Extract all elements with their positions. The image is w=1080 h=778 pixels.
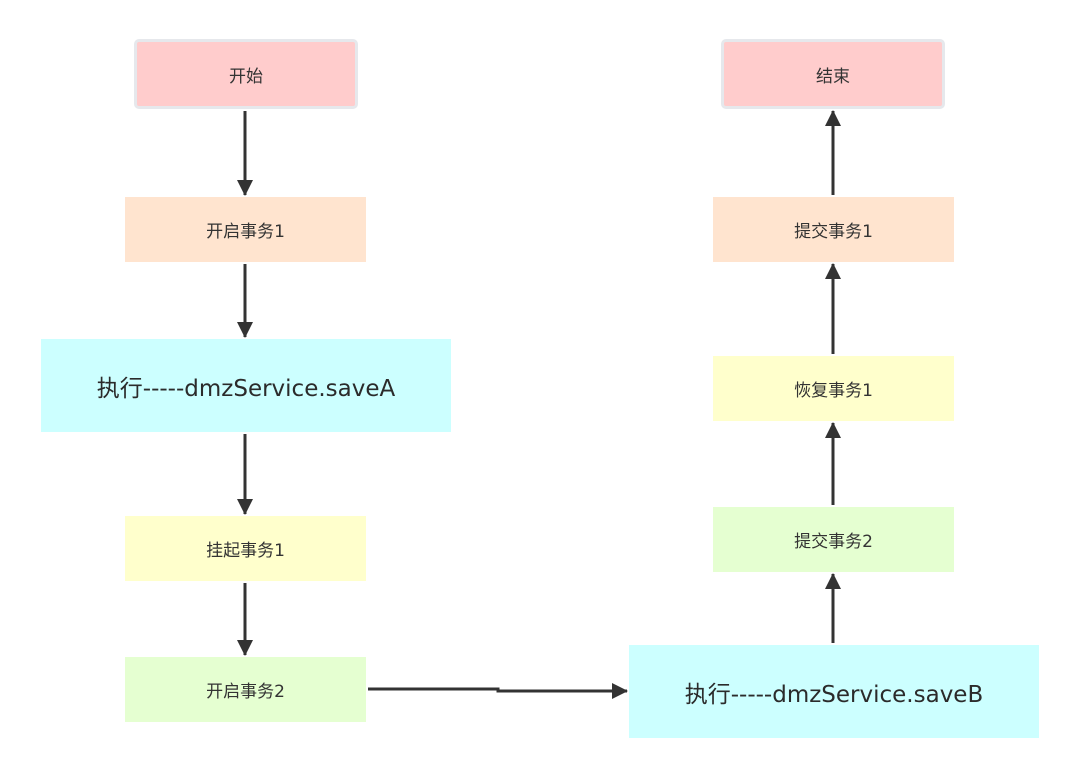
exec-save-b-node: 执行-----dmzService.saveB [629, 645, 1039, 738]
commit-tx2-label: 提交事务2 [794, 532, 873, 552]
end-node-label: 结束 [816, 66, 850, 87]
begin-tx1-label: 开启事务1 [206, 222, 285, 242]
commit-tx1-label: 提交事务1 [794, 222, 873, 242]
end-node: 结束 [721, 39, 945, 109]
begin-tx2-label: 开启事务2 [206, 682, 285, 702]
exec-save-a-node: 执行-----dmzService.saveA [41, 339, 451, 432]
edge-begin-tx2-to-exec-save-b [368, 683, 628, 699]
commit-tx1-node: 提交事务1 [713, 197, 954, 262]
commit-tx2-node: 提交事务2 [713, 507, 954, 572]
start-node: 开始 [134, 39, 358, 109]
start-node-label: 开始 [229, 66, 263, 87]
begin-tx2-node: 开启事务2 [125, 657, 366, 722]
resume-tx1-label: 恢复事务1 [794, 381, 873, 401]
suspend-tx1-node: 挂起事务1 [125, 516, 366, 581]
exec-save-a-label: 执行-----dmzService.saveA [96, 375, 396, 402]
suspend-tx1-label: 挂起事务1 [206, 541, 285, 561]
resume-tx1-node: 恢复事务1 [713, 356, 954, 421]
exec-save-b-label: 执行-----dmzService.saveB [684, 681, 984, 708]
begin-tx1-node: 开启事务1 [125, 197, 366, 262]
